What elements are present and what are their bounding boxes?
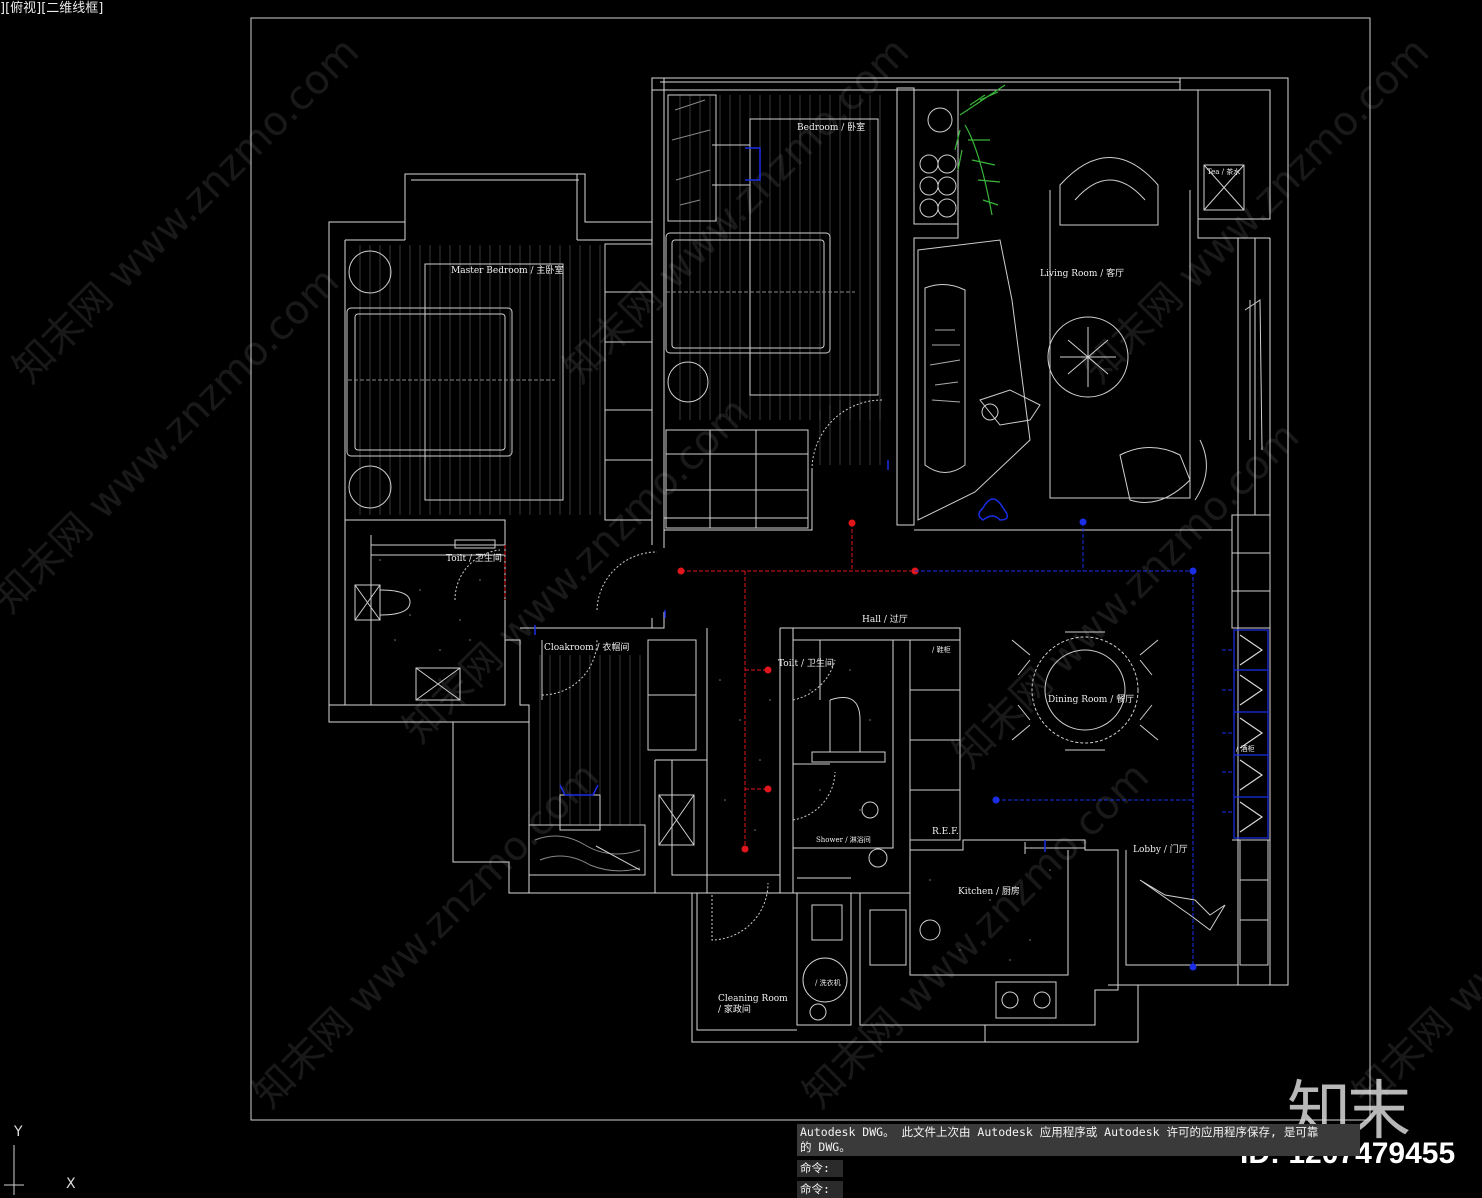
ucs-x-label: X [66,1176,76,1192]
blue-fixtures [534,147,1046,852]
plant [954,84,1006,216]
room-labels: Master Bedroom / 主卧室 Bedroom / 卧室 Living… [446,121,1255,1015]
command-prompt-1[interactable]: 命令: [797,1160,843,1177]
label-cleaning-room: Cleaning Room [718,994,788,1004]
command-message-line-1: Autodesk DWG。 此文件上次由 Autodesk 应用程序或 Auto… [800,1125,1319,1139]
blue-circuit-nodes [992,518,1197,971]
ucs-icon [4,1145,24,1195]
label-cloakroom: Cloakroom / 衣帽间 [544,641,629,653]
command-message: Autodesk DWG。 此文件上次由 Autodesk 应用程序或 Auto… [797,1124,1360,1156]
stove-burner [1001,991,1019,1009]
red-circuit [504,523,915,849]
washing-machine [802,957,848,1003]
label-living-room: Living Room / 客厅 [1040,267,1124,279]
drawing-frame [250,17,1371,1121]
label-lobby: Lobby / 门厅 [1133,843,1188,855]
label-shower: Shower / 淋浴间 [816,835,871,844]
nightstand-round [348,250,392,294]
watermark-5: 知末网 www.znzmo.com [395,389,759,753]
command-prompt-2[interactable]: 命令: [797,1181,843,1198]
furniture [346,94,1271,1021]
watermark-8: 知末网 www.znzmo.com [795,754,1159,1118]
watermark-2: 知末网 www.znzmo.com [555,29,919,393]
walls [328,77,1289,1043]
label-toilet-1: Toilt / 卫生间 [446,552,502,564]
wine-cabinet [1233,629,1269,839]
coffee-table [1047,316,1129,398]
bedroom-bed [665,232,831,354]
red-circuit-nodes [677,519,919,853]
viewport-label[interactable]: ][俯视][二维线框] [0,1,104,16]
label-kitchen: Kitchen / 厨房 [958,885,1020,897]
label-wine-cabinet: / 酒柜 [1236,744,1255,753]
label-tea: Tea / 茶水 [1207,167,1240,176]
label-washer: / 洗衣机 [815,978,841,987]
label-toilet-2: Toilt / 卫生间 [778,657,834,669]
ucs-y-label: Y [14,1124,23,1140]
label-master-bedroom: Master Bedroom / 主卧室 [451,264,563,276]
label-hall: Hall / 过厅 [862,613,908,625]
watermark-1: 知末网 www.znzmo.com [5,29,369,393]
label-dining-room: Dining Room / 餐厅 [1048,693,1134,705]
tile-speckle [379,559,1051,961]
label-ref: R.E.F. [932,827,959,837]
label-cleaning-room-cn: / 家政间 [718,1003,751,1015]
watermark-layer: 知末网 www.znzmo.com 知末网 www.znzmo.com 知末网 … [0,29,1482,1118]
master-bed [346,307,513,457]
command-message-line-2: 的 DWG。 [800,1140,851,1154]
blue-circuit [915,522,1232,967]
dining-table [1044,649,1126,731]
watermark-3: 知末网 www.znzmo.com [1075,29,1439,393]
label-shoe-cabinet: / 鞋柜 [932,645,951,654]
watermark-7: 知末网 www.znzmo.com [245,754,609,1118]
command-history-panel[interactable]: Autodesk DWG。 此文件上次由 Autodesk 应用程序或 Auto… [797,1124,1360,1198]
label-bedroom: Bedroom / 卧室 [797,121,865,133]
